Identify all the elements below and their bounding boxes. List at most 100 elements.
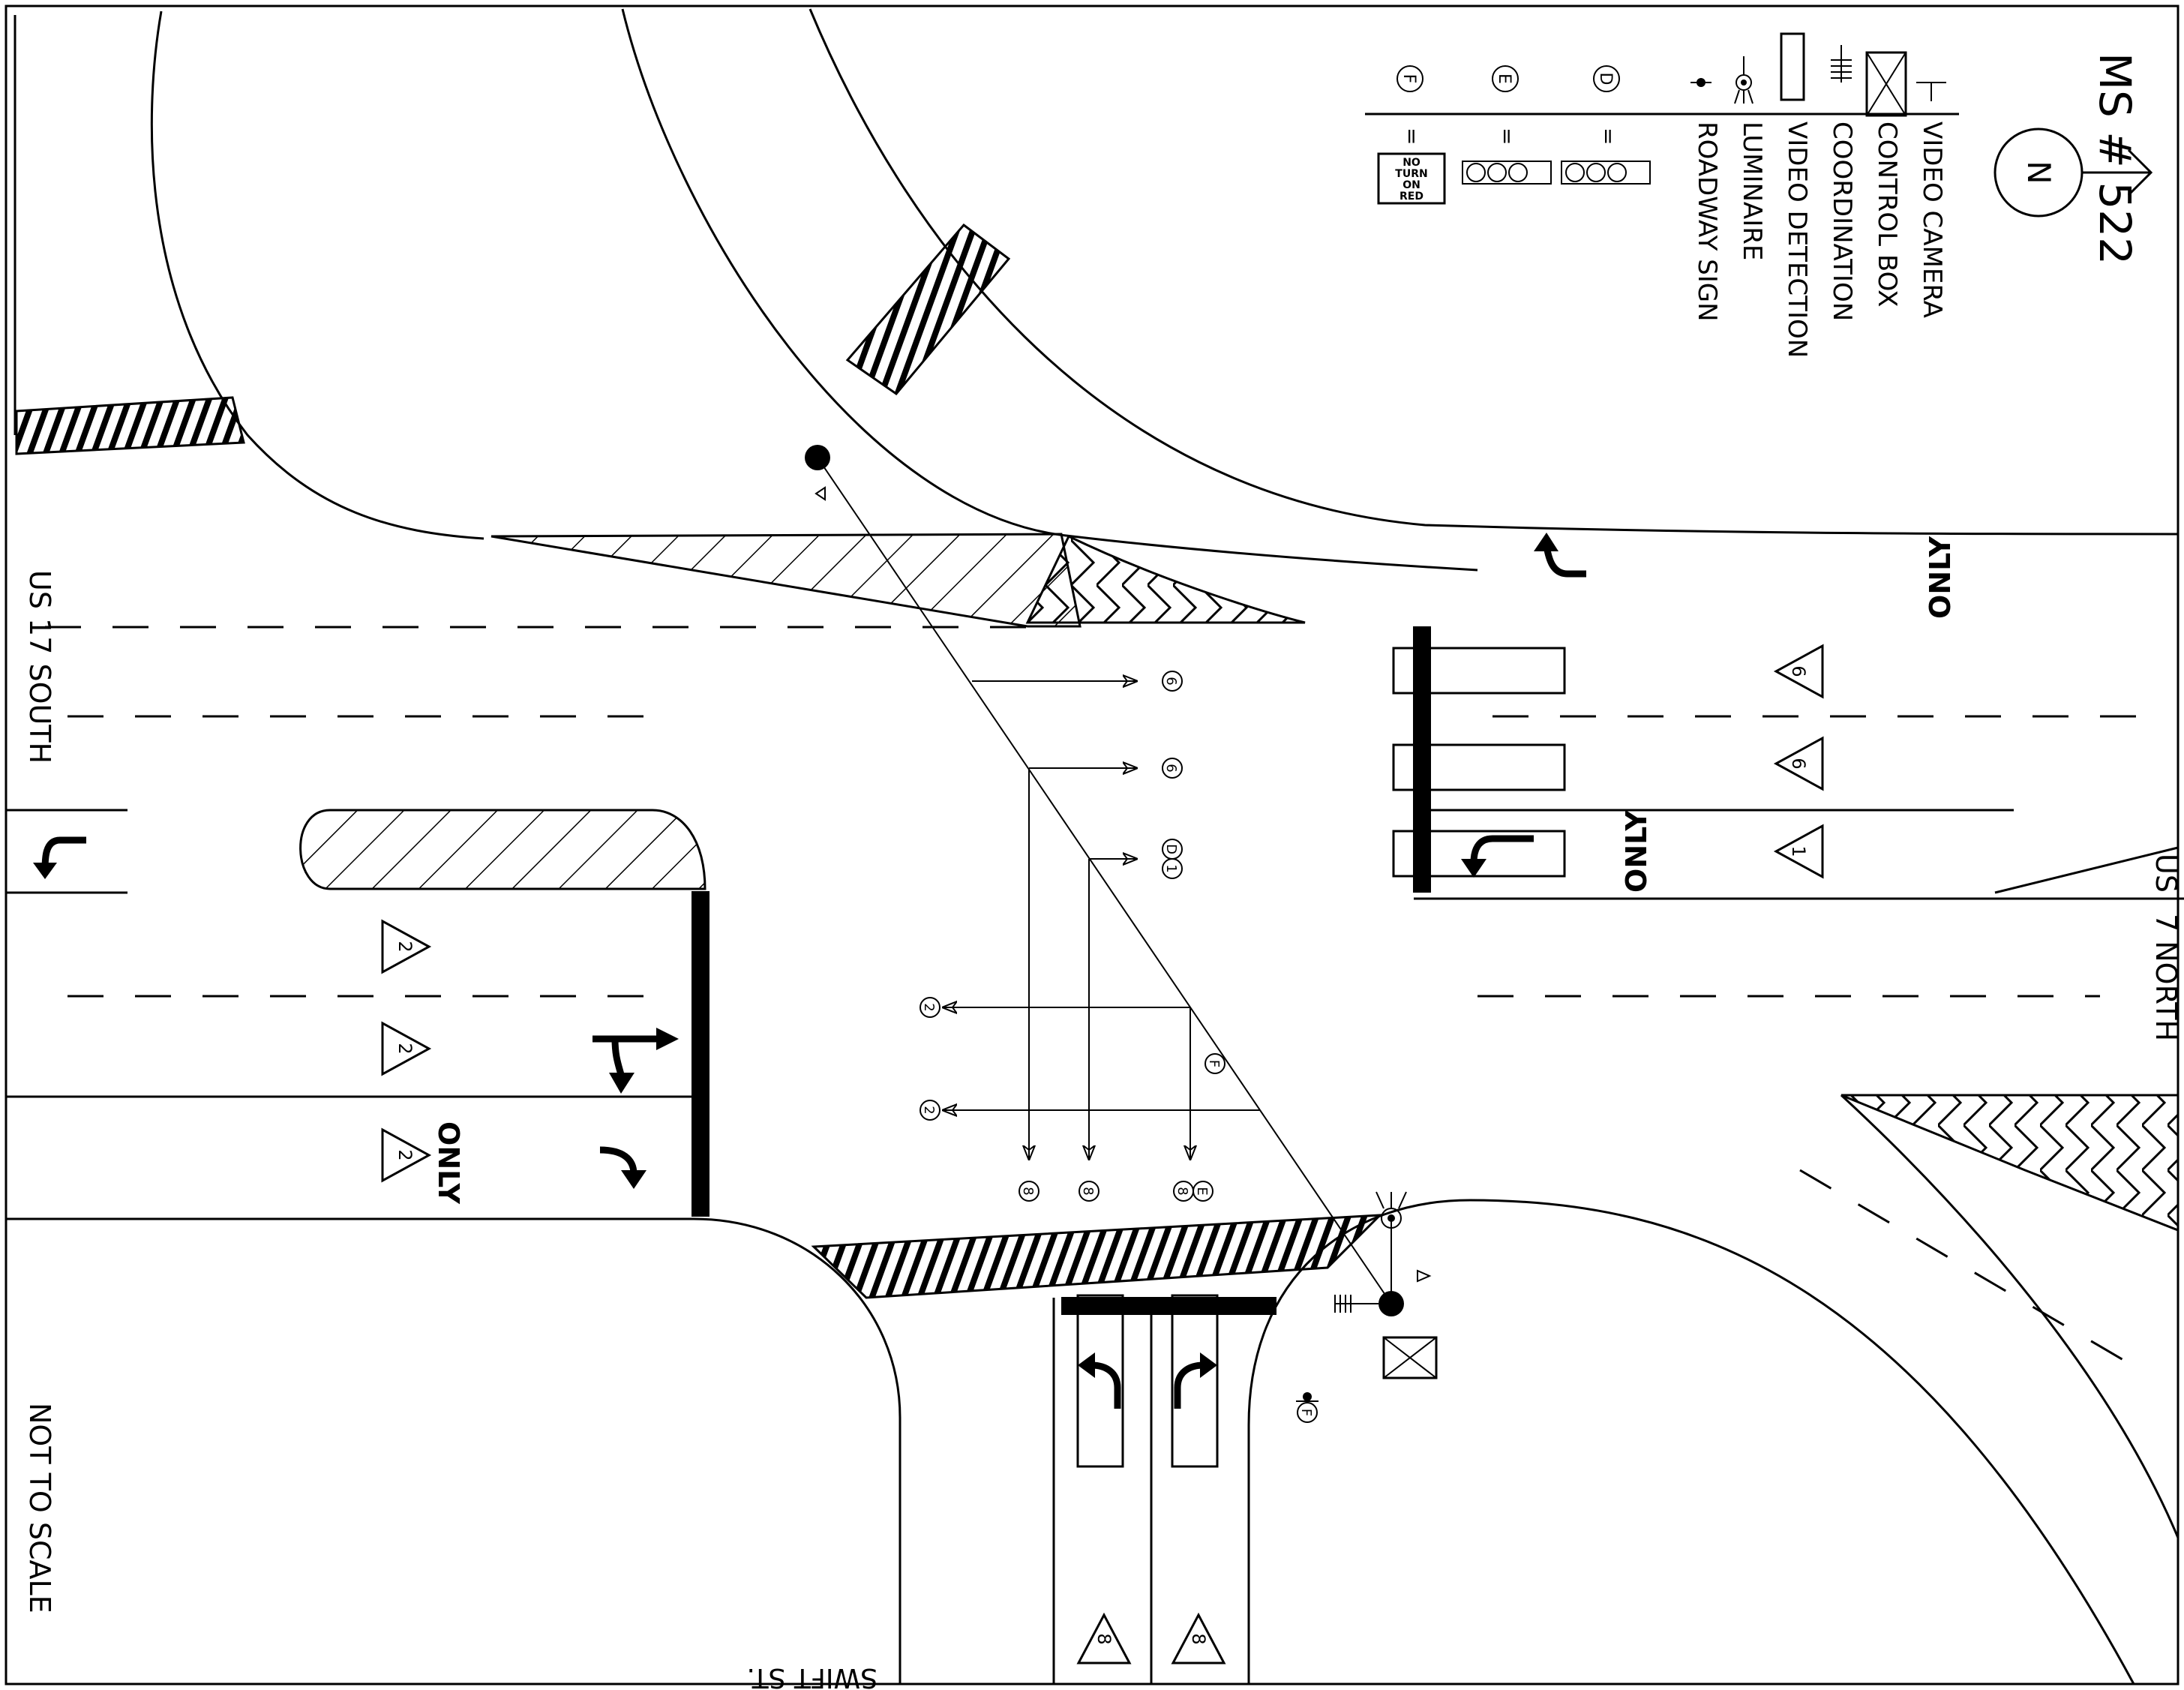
arrowhead-rt — [621, 1170, 646, 1189]
legend-label-video-detection: VIDEO DETECTION — [1782, 122, 1812, 358]
page-border — [4, 5, 2180, 1685]
phase-label-8c: 8 — [1173, 1181, 1194, 1202]
signal-head-e-icon — [1462, 161, 1552, 185]
arrowhead-s1 — [1078, 1352, 1095, 1378]
svg-text:D: D — [1596, 73, 1615, 86]
page-title: MS # 522 — [2090, 53, 2140, 265]
scale-note: NOT TO SCALE — [23, 1403, 56, 1613]
phase-label-d: D — [1162, 839, 1183, 860]
legend-label-roadway-sign: ROADWAY SIGN — [1692, 122, 1722, 322]
control-box-icon-field — [1382, 1336, 1438, 1379]
control-box-icon — [1865, 51, 1907, 117]
phase-label-2a: 2 — [920, 997, 940, 1018]
arrowhead-e1 — [1461, 859, 1486, 878]
triangle-phase-8a: 8 — [1076, 1612, 1132, 1664]
video-detection-icon — [1780, 32, 1805, 101]
svg-text:F: F — [1206, 1060, 1222, 1067]
only-marking-north: ONLY — [1924, 536, 1957, 619]
svg-text:TURN: TURN — [1395, 168, 1427, 180]
legend-label-video-camera: VIDEO CAMERA — [1917, 122, 1947, 318]
crosswalk-north-left — [15, 396, 245, 455]
crosswalk-bar-3 — [1392, 830, 1566, 878]
curb-se — [1247, 1199, 2135, 1685]
roadway-sign-icon — [1690, 78, 1712, 87]
triangle-phase-6b: 6 — [1773, 736, 1824, 791]
triangle-phase-2c: 2 — [381, 1127, 432, 1183]
legend-label-control-box: CONTROL BOX — [1872, 122, 1902, 307]
crosswalk-bar-5 — [1171, 1294, 1219, 1468]
coordination-icon — [1831, 45, 1852, 83]
svg-text:NO: NO — [1402, 157, 1420, 169]
ramp-ne-gore — [1994, 846, 2179, 894]
svg-text:8: 8 — [1174, 1187, 1190, 1195]
right-turn-arrow-south — [1174, 1361, 1204, 1409]
lane-dash-se — [1799, 1169, 2146, 1374]
svg-text:6: 6 — [1788, 665, 1809, 677]
legend-label-luminaire: LUMINAIRE — [1737, 122, 1767, 260]
legend-signal-e: E — [1492, 65, 1519, 92]
svg-text:RED: RED — [1400, 191, 1424, 203]
svg-text:2: 2 — [921, 1106, 937, 1114]
crosswalk-south — [811, 1214, 1383, 1299]
coordination-icon-field — [1334, 1295, 1378, 1313]
signal-head-d-icon — [1561, 161, 1651, 185]
stop-bar-west — [692, 891, 710, 1217]
legend-label-coordination: COORDINATION — [1827, 122, 1857, 321]
svg-text:E: E — [1194, 1187, 1210, 1195]
north-label: N — [2020, 161, 2057, 184]
svg-text:1: 1 — [1788, 845, 1809, 857]
svg-text:6: 6 — [1163, 764, 1179, 772]
svg-text:8: 8 — [1094, 1633, 1114, 1644]
video-camera-icon-north — [814, 486, 826, 501]
crosswalk-bar-1 — [1392, 647, 1566, 695]
crosswalk-bar-4 — [1076, 1294, 1124, 1468]
triangle-phase-1: 1 — [1773, 824, 1824, 879]
svg-text:8: 8 — [1188, 1633, 1209, 1644]
svg-text:6: 6 — [1163, 677, 1179, 685]
stop-bar-east — [1413, 626, 1431, 893]
curb-sw — [6, 1217, 902, 1684]
arrowhead-tr2 — [609, 1073, 634, 1094]
legend-eq-f: = — [1400, 128, 1424, 145]
pole-north — [805, 445, 830, 470]
triangle-phase-2b: 2 — [381, 1021, 432, 1076]
phase-label-e: E — [1192, 1181, 1214, 1202]
no-turn-on-red-sign: NO TURN ON RED — [1377, 152, 1446, 205]
chevron-se — [1840, 1094, 2180, 1232]
crosswalk-bar-2 — [1392, 743, 1566, 791]
svg-text:6: 6 — [1788, 758, 1809, 769]
phase-label-f2: F — [1297, 1402, 1318, 1423]
video-camera-icon-field — [1417, 1269, 1432, 1283]
legend-signal-f: F — [1396, 65, 1424, 92]
span-wire — [817, 457, 1392, 1304]
svg-text:2: 2 — [394, 941, 416, 952]
stop-bar-south — [1061, 1297, 1276, 1315]
triangle-phase-2a: 2 — [381, 919, 432, 974]
svg-text:E: E — [1495, 74, 1514, 84]
chevron-area-north — [1025, 534, 1306, 624]
svg-text:8: 8 — [1020, 1187, 1036, 1195]
phase-label-1: 1 — [1162, 858, 1183, 879]
phase-label-6a: 6 — [1162, 671, 1183, 692]
phase-label-8a: 8 — [1018, 1181, 1040, 1202]
only-marking-east: ONLY — [1620, 810, 1653, 893]
phase-label-8b: 8 — [1078, 1181, 1100, 1202]
arrowhead-tr1 — [656, 1028, 679, 1050]
legend-eq-e: = — [1495, 128, 1520, 145]
right-turn-arrow — [599, 1146, 638, 1175]
gore-area-north — [490, 533, 1082, 628]
video-camera-icon — [1916, 82, 1946, 101]
curb-ne-outer — [808, 8, 2179, 536]
curb-nw — [150, 11, 484, 540]
roadway-sign-icon-field — [1296, 1392, 1318, 1402]
arrowhead-n1 — [1534, 533, 1558, 551]
street-label-swift: SWIFT ST. — [746, 1662, 878, 1690]
luminaire-icon — [1734, 56, 1754, 104]
curb-ne-inner — [621, 8, 1478, 572]
street-label-north-2: 7 NORTH — [2150, 914, 2182, 1041]
only-marking-west: ONLY — [432, 1121, 465, 1204]
svg-text:D: D — [1163, 844, 1179, 854]
triangle-phase-6a: 6 — [1773, 644, 1824, 699]
phase-label-2b: 2 — [920, 1100, 940, 1121]
video-detection-icon-field — [1376, 1191, 1407, 1229]
